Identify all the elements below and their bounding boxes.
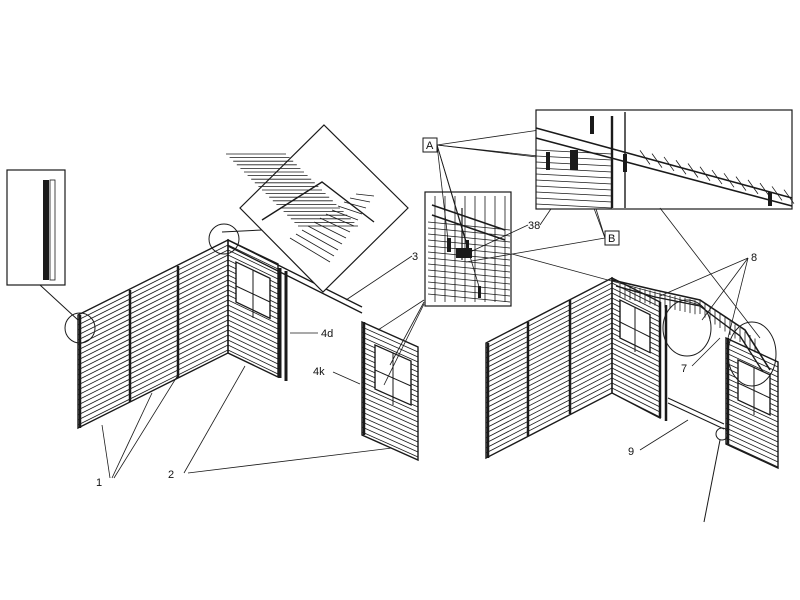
callout-4k: 4k — [313, 366, 325, 378]
svg-text:A: A — [426, 140, 434, 152]
callouts-right: 8 7 9 — [628, 252, 757, 458]
right-end-wall — [725, 336, 779, 470]
callout-1: 1 — [96, 477, 102, 489]
callouts-left: 1 2 4d 4k 3 — [96, 251, 425, 489]
right-front-wall — [611, 276, 661, 420]
detail-inset-plank-edge — [6, 169, 96, 344]
door-opening — [227, 239, 363, 381]
left-wall — [77, 238, 229, 430]
callout-9: 9 — [628, 446, 634, 458]
callout-38: 38 — [528, 220, 540, 232]
rafter-detail-large — [511, 109, 795, 339]
left-assembly: 1 2 4d 4k 3 — [6, 124, 425, 489]
door-opening-right — [667, 397, 725, 430]
callout-3: 3 — [412, 251, 418, 263]
svg-text:B: B — [608, 233, 615, 245]
rafter-detail-small — [424, 191, 512, 307]
detail-inset-corner-joint — [208, 124, 409, 293]
callout-8: 8 — [751, 252, 757, 264]
callout-2: 2 — [168, 469, 174, 481]
right-left-wall — [485, 276, 613, 460]
right-assembly — [485, 276, 779, 523]
right-panel-with-window — [361, 320, 419, 462]
callout-7: 7 — [681, 363, 687, 375]
callout-4d: 4d — [321, 328, 333, 340]
